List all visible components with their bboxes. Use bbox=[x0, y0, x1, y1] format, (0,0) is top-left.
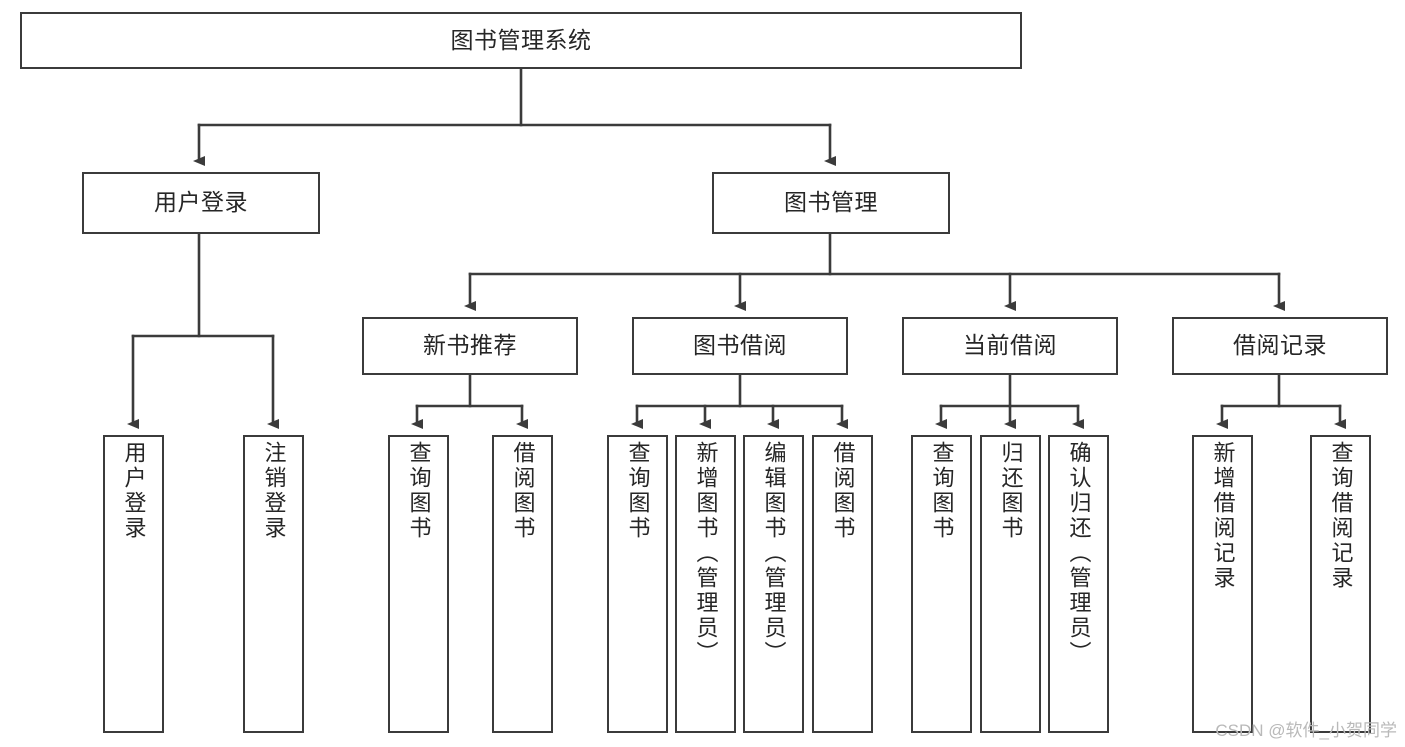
node-root-system[interactable]: 图书管理系统 bbox=[20, 12, 1022, 69]
leaf-book-borrow-query-label: 查询图书 bbox=[625, 441, 651, 541]
node-book-management-label: 图书管理 bbox=[784, 189, 878, 216]
node-current-borrow-label: 当前借阅 bbox=[963, 332, 1057, 359]
leaf-book-borrow-add-label: 新增图书（管理员） bbox=[693, 441, 719, 666]
leaf-user-login-logout-label: 注销登录 bbox=[261, 441, 287, 541]
node-user-login-label: 用户登录 bbox=[154, 189, 248, 216]
leaf-current-borrow-confirm[interactable]: 确认归还（管理员） bbox=[1048, 435, 1109, 733]
node-book-borrow-label: 图书借阅 bbox=[693, 332, 787, 359]
leaf-book-borrow-edit[interactable]: 编辑图书（管理员） bbox=[743, 435, 804, 733]
node-root-system-label: 图书管理系统 bbox=[450, 26, 592, 53]
node-book-management[interactable]: 图书管理 bbox=[712, 172, 950, 234]
leaf-user-login-logout[interactable]: 注销登录 bbox=[243, 435, 304, 733]
node-current-borrow[interactable]: 当前借阅 bbox=[902, 317, 1118, 375]
leaf-current-borrow-return-label: 归还图书 bbox=[998, 441, 1024, 541]
leaf-new-book-borrow-label: 借阅图书 bbox=[510, 441, 536, 541]
leaf-borrow-record-query[interactable]: 查询借阅记录 bbox=[1310, 435, 1371, 733]
leaf-book-borrow-add[interactable]: 新增图书（管理员） bbox=[675, 435, 736, 733]
leaf-current-borrow-query[interactable]: 查询图书 bbox=[911, 435, 972, 733]
leaf-new-book-query-label: 查询图书 bbox=[406, 441, 432, 541]
leaf-current-borrow-confirm-label: 确认归还（管理员） bbox=[1066, 441, 1092, 666]
leaf-book-borrow-edit-label: 编辑图书（管理员） bbox=[761, 441, 787, 666]
leaf-user-login-login[interactable]: 用户登录 bbox=[103, 435, 164, 733]
node-book-borrow[interactable]: 图书借阅 bbox=[632, 317, 848, 375]
node-borrow-record-label: 借阅记录 bbox=[1233, 332, 1327, 359]
leaf-borrow-record-add[interactable]: 新增借阅记录 bbox=[1192, 435, 1253, 733]
node-new-book-recommend[interactable]: 新书推荐 bbox=[362, 317, 578, 375]
node-user-login[interactable]: 用户登录 bbox=[82, 172, 320, 234]
leaf-borrow-record-add-label: 新增借阅记录 bbox=[1210, 441, 1236, 591]
leaf-current-borrow-query-label: 查询图书 bbox=[929, 441, 955, 541]
leaf-user-login-login-label: 用户登录 bbox=[121, 441, 147, 541]
leaf-new-book-query[interactable]: 查询图书 bbox=[388, 435, 449, 733]
leaf-new-book-borrow[interactable]: 借阅图书 bbox=[492, 435, 553, 733]
csdn-watermark: CSDN @软件_小贺同学 bbox=[1215, 721, 1397, 740]
node-new-book-recommend-label: 新书推荐 bbox=[423, 332, 517, 359]
leaf-current-borrow-return[interactable]: 归还图书 bbox=[980, 435, 1041, 733]
leaf-book-borrow-borrow[interactable]: 借阅图书 bbox=[812, 435, 873, 733]
leaf-book-borrow-query[interactable]: 查询图书 bbox=[607, 435, 668, 733]
leaf-borrow-record-query-label: 查询借阅记录 bbox=[1328, 441, 1354, 591]
leaf-book-borrow-borrow-label: 借阅图书 bbox=[830, 441, 856, 541]
node-borrow-record[interactable]: 借阅记录 bbox=[1172, 317, 1388, 375]
